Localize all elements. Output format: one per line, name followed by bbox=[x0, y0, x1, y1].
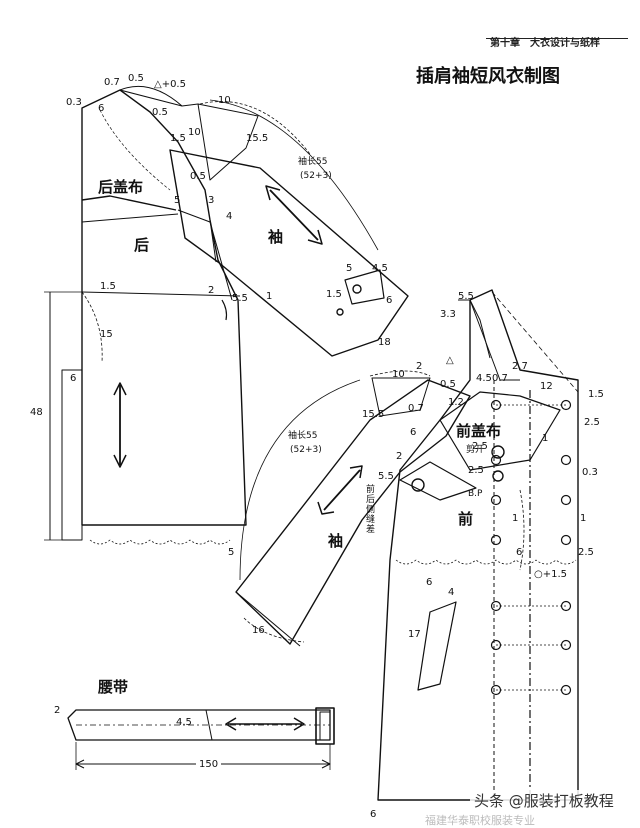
front-dim-label: 1 bbox=[542, 433, 549, 444]
back-dim-label: 1 bbox=[266, 291, 273, 302]
back-dim-label: 0.5 bbox=[190, 171, 206, 182]
front-dim-label: 4.5 bbox=[476, 373, 492, 384]
belt-width-label: 4.5 bbox=[176, 717, 192, 728]
faint-watermark: 福建华泰职校服装专业 bbox=[425, 814, 535, 827]
front-dim-label: 12 bbox=[540, 381, 553, 392]
belt-length-label: 150 bbox=[196, 760, 222, 770]
back-dim-label: 1.5 bbox=[170, 133, 186, 144]
back-sleeve-length: 袖长55 bbox=[298, 157, 328, 167]
side-seam-dart-note: 前后侧缝差 bbox=[366, 485, 376, 535]
front-dim-label: 2.5 bbox=[468, 465, 484, 476]
back-dim-label: 3 bbox=[208, 195, 215, 206]
source-watermark: 头条 @服装打板教程 bbox=[470, 790, 618, 811]
back-dim-label: 10 bbox=[188, 127, 201, 138]
front-dim-label: 2.5 bbox=[584, 417, 600, 428]
front-sleeve-length: 袖长55 bbox=[288, 431, 318, 441]
front-dim-label: 4 bbox=[448, 587, 455, 598]
front-pocket bbox=[417, 601, 457, 691]
back-yoke-label: 后盖布 bbox=[98, 178, 144, 196]
back-sleeve-label: 袖 bbox=[268, 228, 284, 246]
back-sleeve-outline bbox=[169, 149, 409, 357]
back-dim-label: △+0.5 bbox=[154, 79, 186, 90]
front-dim-label: 0.7 bbox=[408, 403, 424, 414]
front-yoke bbox=[439, 391, 561, 471]
back-dim-label: 0.3 bbox=[66, 97, 82, 108]
front-dim-label: △ bbox=[446, 355, 454, 366]
front-dim-label: 10 bbox=[392, 369, 405, 380]
front-dim-label: 17 bbox=[408, 629, 421, 640]
bust-point-label: B.P bbox=[468, 489, 483, 499]
front-dim-label: 0.7 bbox=[492, 373, 508, 384]
front-body-outline bbox=[377, 289, 579, 801]
front-dim-label: 6 bbox=[370, 809, 377, 820]
front-dim-label: 1.2 bbox=[448, 397, 464, 408]
back-body-label: 后 bbox=[134, 236, 150, 254]
front-sleeve-outline bbox=[235, 379, 471, 645]
front-dim-label: 3.3 bbox=[440, 309, 456, 320]
back-body-outline bbox=[81, 89, 247, 526]
front-sleeve-length-calc: (52+3) bbox=[290, 445, 322, 455]
front-dim-label: 16 bbox=[252, 625, 265, 636]
front-dim-label: 2 bbox=[396, 451, 403, 462]
front-dim-label: 2.5 bbox=[578, 547, 594, 558]
back-dim-label: 5 bbox=[228, 547, 235, 558]
back-dim-label: 1.5 bbox=[326, 289, 342, 300]
back-dim-label: 48 bbox=[30, 407, 43, 418]
back-dim-label: 5.5 bbox=[232, 293, 248, 304]
front-dim-label: 2.5 bbox=[472, 441, 488, 452]
back-dim-label: 0.5 bbox=[128, 73, 144, 84]
back-sleeve-length-calc: (52+3) bbox=[300, 171, 332, 181]
header-rule bbox=[486, 38, 628, 39]
back-dim-label: 0.5 bbox=[152, 107, 168, 118]
front-dim-label: 2.7 bbox=[512, 361, 528, 372]
belt-end-label: 2 bbox=[54, 705, 61, 716]
front-yoke-label: 前盖布 bbox=[456, 422, 502, 440]
front-dim-label: 0.3 bbox=[582, 467, 598, 478]
back-dim-label: 15.5 bbox=[246, 133, 269, 144]
belt-label: 腰带 bbox=[98, 678, 129, 696]
back-dim-label: 10 bbox=[218, 95, 231, 106]
front-dim-label: 0.5 bbox=[440, 379, 456, 390]
back-dim-label: 6 bbox=[98, 103, 105, 114]
back-dim-label: 6 bbox=[70, 373, 77, 384]
back-dim-label: 2 bbox=[208, 285, 215, 296]
front-dim-label: 15.5 bbox=[362, 409, 385, 420]
front-dim-label: 6 bbox=[410, 427, 417, 438]
front-dim-label: 2 bbox=[416, 361, 423, 372]
back-yoke-line bbox=[81, 195, 177, 211]
back-dim-label: 1.5 bbox=[100, 281, 116, 292]
front-dim-label: 1 bbox=[512, 513, 519, 524]
front-dim-label: 5.5 bbox=[378, 471, 394, 482]
back-dim-label: 6 bbox=[386, 295, 393, 306]
front-dim-label: 1 bbox=[580, 513, 587, 524]
front-buttons bbox=[490, 399, 572, 696]
front-slit-label: 剪开 bbox=[466, 445, 485, 455]
front-body-label: 前 bbox=[458, 510, 474, 528]
page-title: 插肩袖短风衣制图 bbox=[416, 66, 560, 87]
back-dim-label: 15 bbox=[100, 329, 113, 340]
front-dim-label: 1.5 bbox=[588, 389, 604, 400]
back-dim-label: 18 bbox=[378, 337, 391, 348]
back-dim-label: 0.7 bbox=[104, 77, 120, 88]
back-dim-label: 4.5 bbox=[372, 263, 388, 274]
back-dim-label: 4 bbox=[226, 211, 233, 222]
front-dim-label: ○+1.5 bbox=[534, 569, 568, 580]
front-dim-label: 6 bbox=[516, 547, 523, 558]
front-sleeve-label: 袖 bbox=[328, 532, 344, 550]
back-dim-label: 5 bbox=[174, 195, 181, 206]
chapter-header: 第十章 大衣设计与纸样 bbox=[490, 38, 600, 49]
back-dim-label: 5 bbox=[346, 263, 353, 274]
front-dim-label: 5.5 bbox=[458, 291, 474, 302]
front-dim-label: 6 bbox=[426, 577, 433, 588]
